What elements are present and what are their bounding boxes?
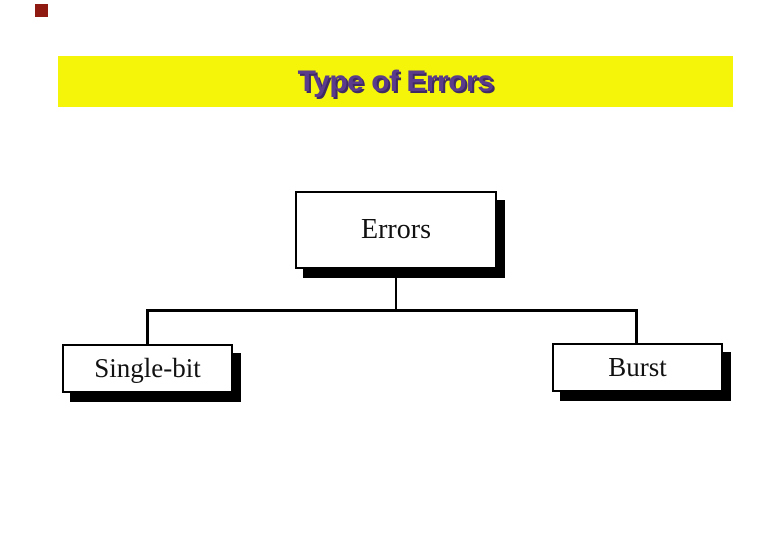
node-errors: Errors	[295, 191, 497, 269]
node-burst: Burst	[552, 343, 723, 392]
node-single-bit-label: Single-bit	[94, 353, 201, 383]
connector-stem	[395, 270, 397, 312]
slide-title: Type of Errors	[297, 64, 494, 98]
title-banner: Type of Errors	[58, 56, 733, 107]
node-errors-label: Errors	[361, 214, 431, 245]
connector-drop-left	[146, 309, 149, 345]
node-burst-label: Burst	[608, 352, 667, 382]
corner-mark	[35, 4, 48, 17]
node-single-bit: Single-bit	[62, 344, 233, 393]
connector-drop-right	[635, 309, 638, 344]
connector-crossbar	[146, 309, 638, 312]
